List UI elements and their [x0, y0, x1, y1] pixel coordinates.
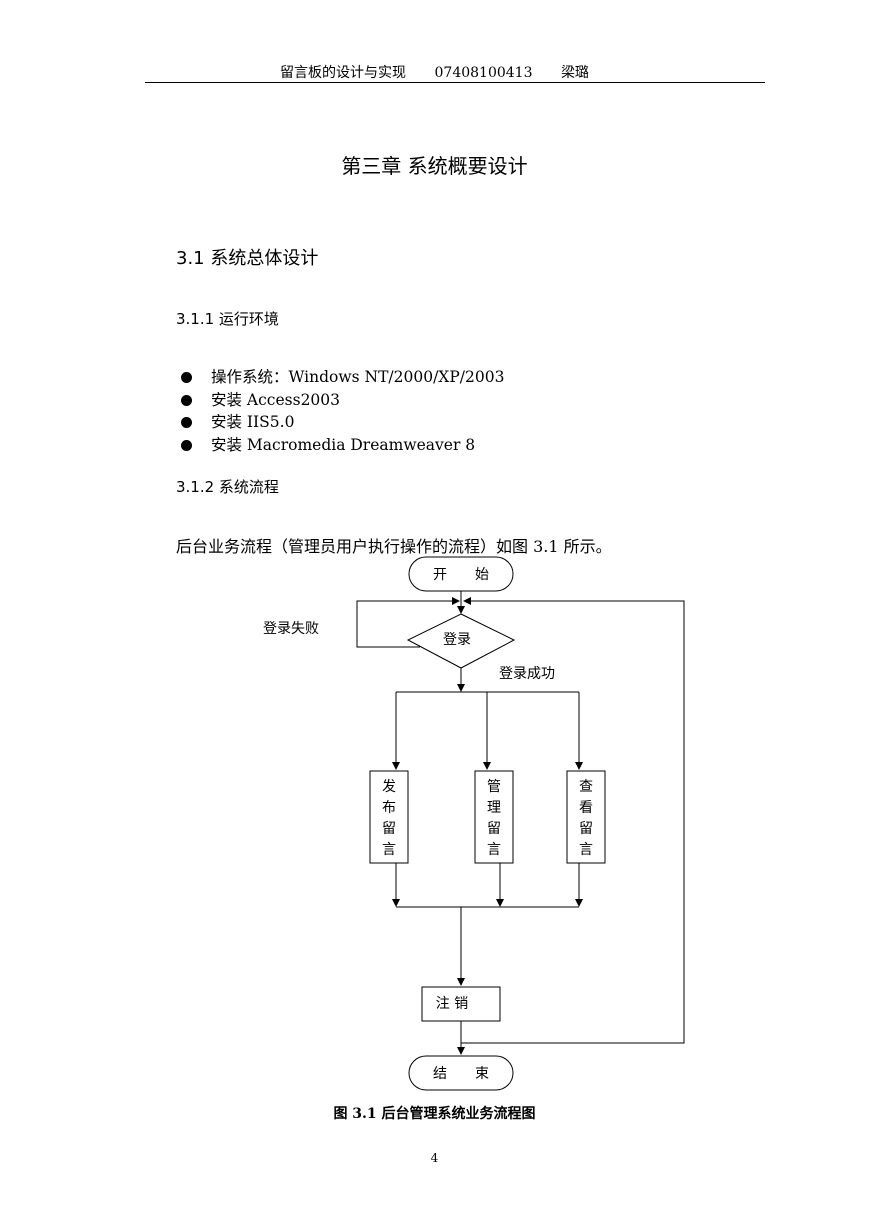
page-header: 留言板的设计与实现 07408100413 梁璐: [0, 62, 869, 82]
chapter-title: 第三章 系统概要设计: [341, 154, 528, 178]
manage-message-box: [474, 770, 514, 864]
post-message-char-3: 留: [382, 821, 396, 837]
return-loop: [461, 597, 685, 1044]
view-message-box: [566, 770, 606, 864]
post-message-char-2: 布: [382, 800, 396, 816]
end-label: 结 束: [433, 1066, 489, 1082]
environment-item-access: 安装 Access2003: [178, 389, 504, 412]
section-heading-3-1-2: 3.1.2 系统流程: [176, 478, 279, 496]
environment-item-iis: 安装 IIS5.0: [178, 411, 504, 434]
login-label: 登录: [443, 632, 471, 648]
login-success-label: 登录成功: [499, 666, 555, 682]
view-message-char-4: 言: [579, 842, 593, 858]
start-label: 开 始: [433, 567, 489, 583]
environment-item-dreamweaver: 安装 Macromedia Dreamweaver 8: [178, 434, 504, 457]
environment-list: 操作系统：Windows NT/2000/XP/2003 安装 Access20…: [178, 366, 504, 456]
figure-caption: 图 3.1 后台管理系统业务流程图: [333, 1106, 536, 1122]
section-heading-3-1: 3.1 系统总体设计: [176, 248, 319, 269]
manage-message-char-4: 言: [487, 842, 501, 858]
post-message-box: [369, 770, 409, 864]
header-rule: [145, 82, 765, 83]
view-message-char-2: 看: [579, 800, 593, 816]
end-terminator: [408, 1055, 514, 1091]
header-title: 留言板的设计与实现: [280, 65, 407, 81]
section-heading-3-1-1: 3.1.1 运行环境: [176, 310, 279, 328]
login-fail-label: 登录失败: [263, 621, 319, 637]
view-message-char-3: 留: [579, 821, 593, 837]
post-message-char-4: 言: [382, 842, 396, 858]
environment-item-os: 操作系统：Windows NT/2000/XP/2003: [178, 366, 504, 389]
manage-message-char-1: 管: [487, 779, 501, 795]
manage-message-char-2: 理: [487, 800, 501, 816]
page-number: 4: [430, 1151, 439, 1165]
post-message-char-1: 发: [382, 779, 396, 795]
login-fail-loop: [356, 597, 460, 648]
view-message-char-1: 查: [579, 779, 593, 795]
header-student-id: 07408100413: [434, 65, 533, 81]
logout-label: 注 销: [436, 996, 468, 1012]
logout-box: [421, 986, 501, 1022]
manage-message-char-3: 留: [487, 821, 501, 837]
header-author: 梁璐: [560, 65, 589, 81]
intro-paragraph: 后台业务流程（管理员用户执行操作的流程）如图 3.1 所示。: [176, 537, 612, 556]
